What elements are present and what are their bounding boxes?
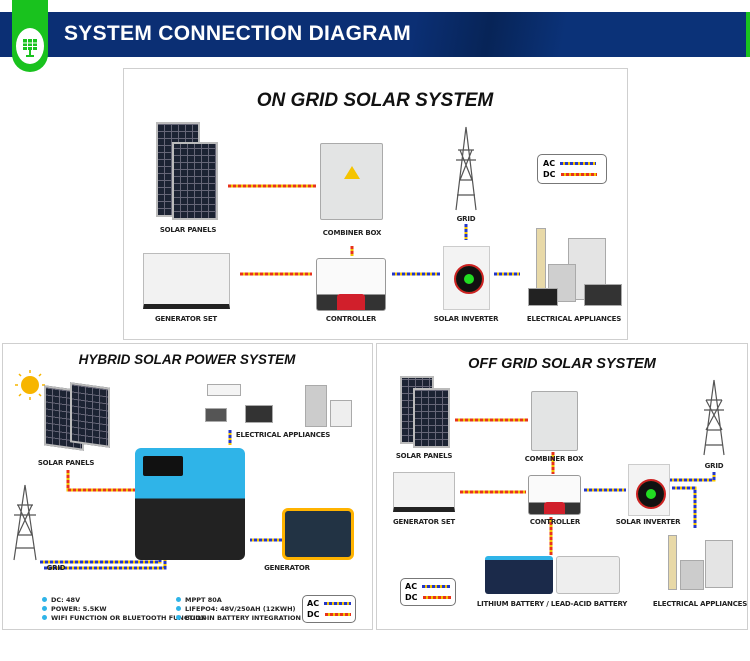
hybrid-power-station-image: [135, 448, 245, 560]
laptop-image: [205, 408, 227, 422]
solar-panel-image: [413, 388, 450, 448]
washing-machine-image: [330, 400, 352, 427]
legend-dc: DC: [307, 610, 320, 619]
refrigerator-image: [305, 385, 327, 427]
label-electrical-appliances: ELECTRICAL APPLIANCES: [235, 431, 331, 439]
legend-ac: AC: [307, 599, 320, 608]
ac-line-swatch: [560, 162, 597, 165]
feature-item: BUILT-IN BATTERY INTEGRATION: [176, 614, 301, 622]
label-controller: CONTROLLER: [529, 518, 581, 526]
generator-set-image: [143, 253, 230, 309]
label-grid: GRID: [704, 462, 724, 470]
solar-panel-image: [172, 142, 218, 220]
sun-icon: [15, 370, 45, 400]
appliance-image: [528, 288, 558, 306]
ac-wire: [40, 430, 282, 570]
label-controller: CONTROLLER: [325, 315, 377, 323]
wire-legend: AC DC: [302, 595, 356, 623]
label-generator: GENERATOR: [264, 564, 310, 572]
combiner-box-image: [531, 391, 578, 451]
wire-legend: AC DC: [537, 154, 607, 184]
solar-panel-logo-icon: [16, 28, 44, 64]
legend-ac: AC: [405, 582, 418, 591]
ac-wire: [392, 224, 520, 276]
combiner-box-image: [320, 143, 383, 220]
dc-wire: [228, 184, 354, 276]
dc-line-swatch: [560, 173, 597, 176]
dc-wire: [66, 470, 135, 492]
label-generator-set: GENERATOR SET: [155, 315, 217, 323]
header-accent: [746, 12, 750, 57]
appliance-image: [584, 284, 622, 306]
dc-wire: [455, 418, 555, 555]
ac-line-swatch: [324, 602, 351, 605]
header-band: [0, 12, 750, 57]
lead-acid-battery-image: [556, 556, 620, 594]
label-battery: LITHIUM BATTERY / LEAD-ACID BATTERY: [476, 600, 628, 608]
solar-inverter-image: [628, 464, 670, 516]
legend-dc: DC: [405, 593, 418, 602]
label-combiner-box: COMBINER BOX: [322, 229, 382, 237]
label-solar-inverter: SOLAR INVERTER: [433, 315, 499, 323]
lithium-battery-image: [485, 556, 553, 594]
feature-item: DC: 48V: [42, 596, 80, 604]
label-solar-panels: SOLAR PANELS: [395, 452, 453, 460]
feature-item: LIFEPO4: 48V/250AH (12KWH): [176, 605, 296, 613]
dc-line-swatch: [422, 596, 451, 599]
generator-set-image: [393, 472, 455, 512]
dc-line-swatch: [324, 613, 351, 616]
legend-ac: AC: [543, 159, 556, 168]
feature-item: MPPT 80A: [176, 596, 222, 604]
features-right: MPPT 80A LIFEPO4: 48V/250AH (12KWH) BUIL…: [176, 596, 301, 623]
controller-image: [316, 258, 386, 311]
label-electrical-appliances: ELECTRICAL APPLIANCES: [526, 315, 622, 323]
hybrid-title: HYBRID SOLAR POWER SYSTEM: [78, 352, 296, 367]
legend-dc: DC: [543, 170, 556, 179]
label-electrical-appliances: ELECTRICAL APPLIANCES: [652, 600, 748, 608]
features-left: DC: 48V POWER: 5.5KW WIFI FUNCTION OR BL…: [42, 596, 206, 623]
page-title: SYSTEM CONNECTION DIAGRAM: [64, 22, 412, 45]
label-solar-panels: SOLAR PANELS: [159, 226, 217, 234]
solar-panel-image: [70, 382, 110, 448]
ac-line-swatch: [422, 585, 451, 588]
label-grid: GRID: [456, 215, 476, 223]
generator-image: [282, 508, 354, 560]
label-solar-inverter: SOLAR INVERTER: [615, 518, 681, 526]
tv-image: [245, 405, 273, 423]
refrigerator-image: [705, 540, 733, 588]
wire-legend: AC DC: [400, 578, 456, 606]
label-combiner-box: COMBINER BOX: [524, 455, 584, 463]
air-conditioner-image: [207, 384, 241, 396]
feature-item: WIFI FUNCTION OR BLUETOOTH FUNCTION: [42, 614, 206, 622]
off-grid-title: OFF GRID SOLAR SYSTEM: [468, 356, 656, 372]
controller-image: [528, 475, 581, 515]
label-solar-panels: SOLAR PANELS: [37, 459, 95, 467]
label-generator-set: GENERATOR SET: [393, 518, 455, 526]
solar-inverter-image: [443, 246, 490, 310]
washing-machine-image: [680, 560, 704, 590]
grid-tower-icon: [13, 126, 725, 561]
feature-item: POWER: 5.5KW: [42, 605, 107, 613]
air-conditioner-image: [668, 535, 677, 590]
label-grid: GRID: [46, 564, 66, 572]
on-grid-title: ON GRID SOLAR SYSTEM: [256, 90, 494, 111]
